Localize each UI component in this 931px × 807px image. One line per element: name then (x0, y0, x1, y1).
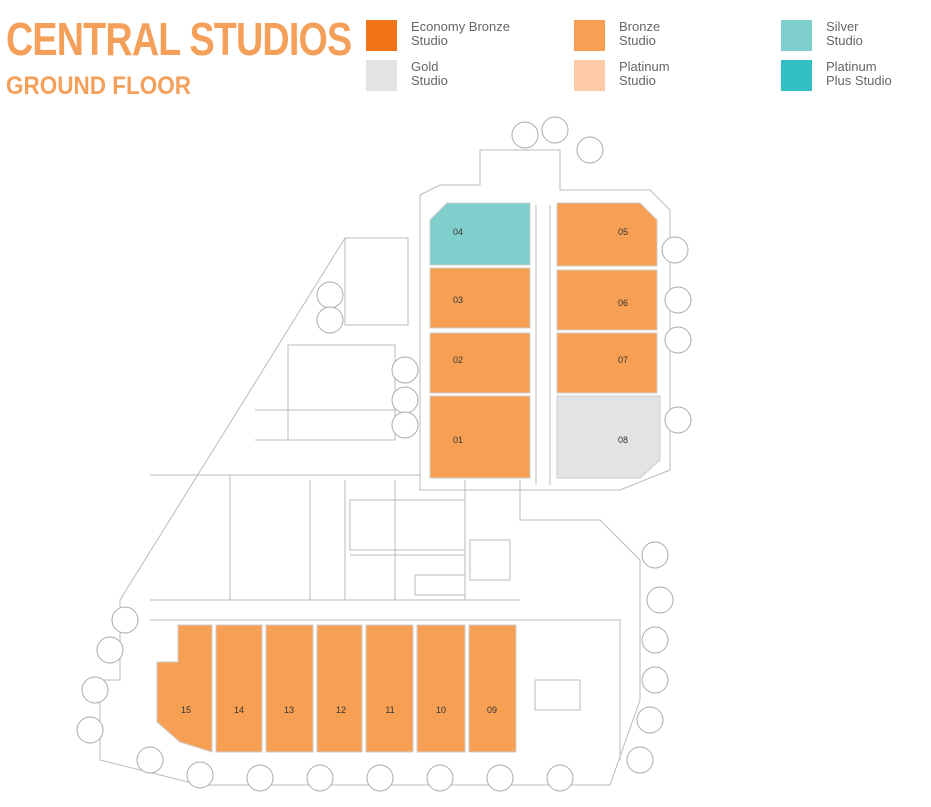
legend-item-bronze: Bronze Studio (574, 20, 729, 51)
tree-icon (96, 636, 124, 664)
legend-label: Bronze Studio (619, 19, 661, 48)
building-outline (99, 149, 671, 786)
unit-13[interactable]: 13 (265, 624, 314, 753)
unit-shape (556, 332, 658, 394)
tree-icon (316, 306, 344, 334)
unit-shape (556, 202, 658, 267)
unit-label: 13 (284, 705, 294, 715)
tree-icon (486, 764, 514, 792)
tree-icon (246, 764, 274, 792)
unit-03[interactable]: 03 (429, 267, 531, 329)
unit-shape (556, 269, 658, 331)
tree-icon (316, 281, 344, 309)
unit-05[interactable]: 05 (556, 202, 658, 267)
unit-shape (429, 395, 531, 479)
unit-shape (429, 267, 531, 329)
tree-icon (111, 606, 139, 634)
legend-item-platinum: Platinum Studio (574, 60, 729, 91)
tree-icon (426, 764, 454, 792)
unit-shape (365, 624, 414, 753)
unit-08[interactable]: 08 (556, 395, 661, 479)
tree-icon (661, 236, 689, 264)
tree-icon (81, 676, 109, 704)
legend-label: Silver Studio (826, 19, 863, 48)
unit-shape (215, 624, 263, 753)
tree-icon (391, 356, 419, 384)
unit-label: 02 (453, 355, 463, 365)
unit-shape (556, 395, 661, 479)
tree-icon (306, 764, 334, 792)
tree-icon (391, 411, 419, 439)
tree-icon (76, 716, 104, 744)
unit-shape (156, 624, 213, 753)
unit-label: 05 (618, 227, 628, 237)
unit-07[interactable]: 07 (556, 332, 658, 394)
legend-label: Platinum Plus Studio (826, 59, 892, 88)
unit-label: 06 (618, 298, 628, 308)
unit-shape (265, 624, 314, 753)
unit-label: 07 (618, 355, 628, 365)
unit-14[interactable]: 14 (215, 624, 263, 753)
legend-swatch (574, 20, 605, 51)
legend-item-silver: Silver Studio (781, 20, 931, 51)
tree-icon (664, 286, 692, 314)
units: 01 02 03 04 05 06 07 08 09 10 11 12 13 14 15 (156, 202, 661, 753)
unit-01[interactable]: 01 (429, 395, 531, 479)
tree-icon (541, 116, 569, 144)
legend-item-economy-bronze: Economy Bronze Studio (366, 20, 521, 51)
legend-label: Platinum Studio (619, 59, 670, 88)
tree-icon (641, 541, 669, 569)
unit-shape (416, 624, 466, 753)
tree-icon (664, 406, 692, 434)
unit-02[interactable]: 02 (429, 332, 531, 394)
unit-label: 12 (336, 705, 346, 715)
legend-swatch (574, 60, 605, 91)
tree-icon (576, 136, 604, 164)
tree-icon (646, 586, 674, 614)
unit-shape (316, 624, 363, 753)
tree-icon (636, 706, 664, 734)
unit-label: 14 (234, 705, 244, 715)
unit-12[interactable]: 12 (316, 624, 363, 753)
unit-label: 15 (181, 705, 191, 715)
unit-label: 03 (453, 295, 463, 305)
tree-icon (641, 666, 669, 694)
tree-icon (626, 746, 654, 774)
tree-icon (511, 121, 539, 149)
tree-icon (391, 386, 419, 414)
unit-shape (429, 202, 531, 266)
tree-icon (546, 764, 574, 792)
unit-10[interactable]: 10 (416, 624, 466, 753)
unit-label: 04 (453, 227, 463, 237)
floor-subtitle: GROUND FLOOR (6, 72, 191, 100)
unit-11[interactable]: 11 (365, 624, 414, 753)
tree-icon (186, 761, 214, 789)
legend-item-gold: Gold Studio (366, 60, 521, 91)
tree-icon (641, 626, 669, 654)
tree-icon (366, 764, 394, 792)
legend-label: Economy Bronze Studio (411, 19, 510, 48)
unit-label: 10 (436, 705, 446, 715)
unit-shape (468, 624, 517, 753)
legend-swatch (366, 20, 397, 51)
tree-icon (136, 746, 164, 774)
unit-shape (429, 332, 531, 394)
legend-swatch (781, 60, 812, 91)
unit-04[interactable]: 04 (429, 202, 531, 266)
unit-15[interactable]: 15 (156, 624, 213, 753)
trees (76, 116, 692, 792)
unit-label: 11 (385, 705, 394, 715)
legend-label: Gold Studio (411, 59, 448, 88)
unit-09[interactable]: 09 (468, 624, 517, 753)
unit-label: 08 (618, 435, 628, 445)
unit-06[interactable]: 06 (556, 269, 658, 331)
unit-label: 09 (487, 705, 497, 715)
unit-label: 01 (453, 435, 463, 445)
tree-icon (664, 326, 692, 354)
legend-swatch (366, 60, 397, 91)
legend-swatch (781, 20, 812, 51)
legend-item-platinum-plus: Platinum Plus Studio (781, 60, 931, 91)
page-title: CENTRAL STUDIOS (6, 13, 352, 65)
